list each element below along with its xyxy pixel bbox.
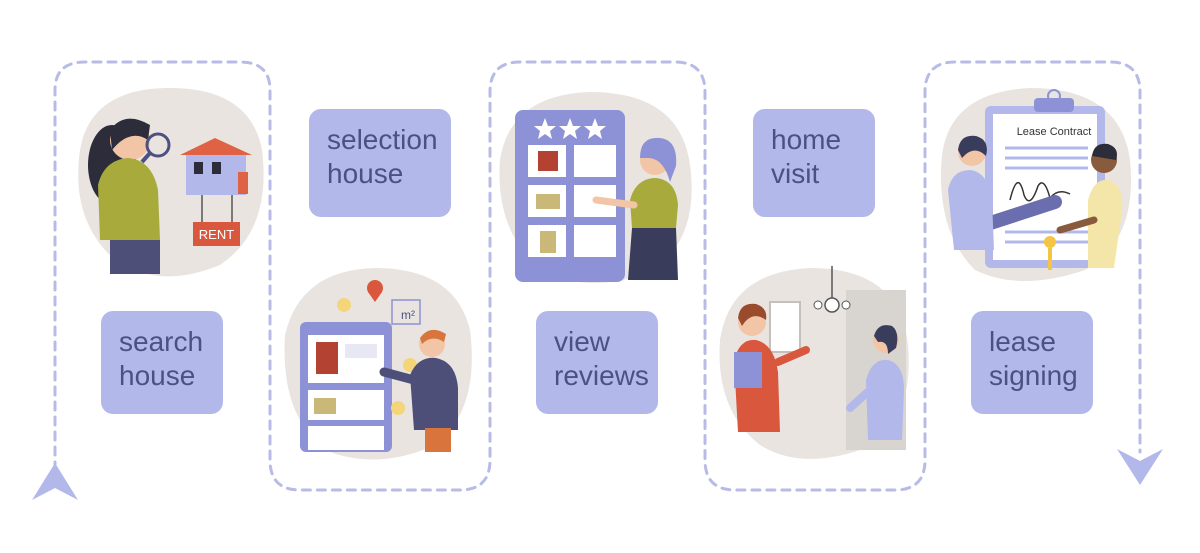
home-visit-illustration [719, 266, 909, 459]
start-arrow-icon [32, 463, 78, 500]
rent-sign-text: RENT [199, 227, 234, 242]
lease-signing-illustration: Lease Contract [940, 88, 1132, 281]
lease-contract-text: Lease Contract [1017, 126, 1092, 138]
end-arrow-icon [1117, 449, 1163, 485]
step-label-view-reviews: view reviews [536, 311, 658, 414]
dashed-flow-path [53, 60, 1142, 492]
step-label-selection-house: selection house [309, 109, 451, 217]
area-unit-text: m² [401, 308, 415, 322]
view-reviews-illustration [499, 92, 692, 284]
step-label-search-house: search house [101, 311, 223, 414]
step-label-home-visit: home visit [753, 109, 875, 217]
selection-house-illustration: m² [284, 268, 472, 460]
step-label-lease-signing: lease signing [971, 311, 1093, 414]
search-house-illustration: RENT [78, 87, 264, 277]
